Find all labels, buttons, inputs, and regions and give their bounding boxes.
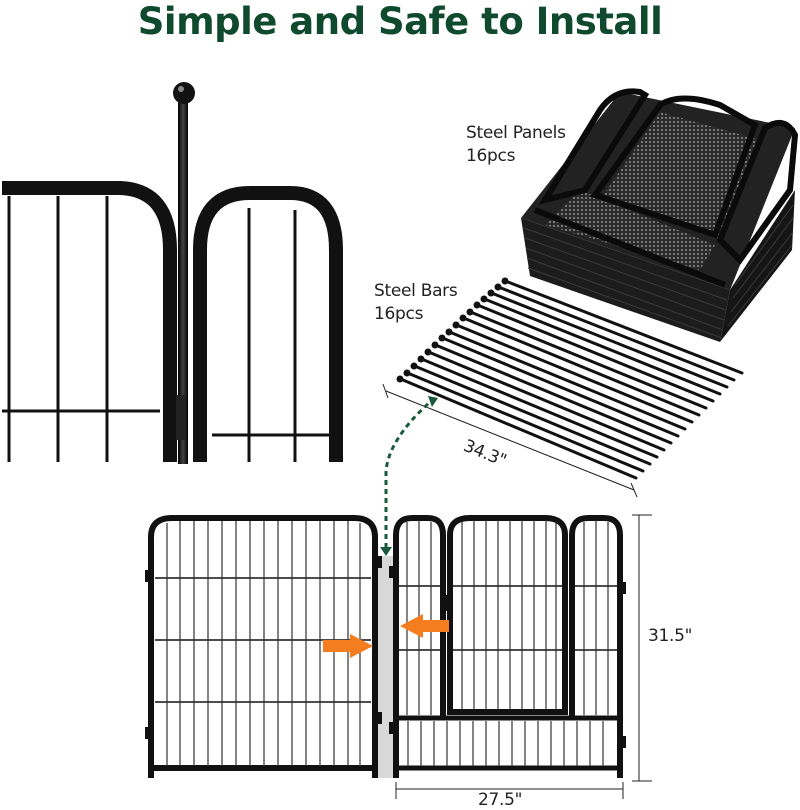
orange-arrow-left (400, 614, 449, 638)
steel-bars-image (382, 277, 744, 498)
stacked-panels-image (521, 88, 799, 342)
steel-panels-label: Steel Panels 16pcs (466, 122, 566, 168)
steel-bars-label: Steel Bars 16pcs (374, 280, 458, 326)
steel-panels-name: Steel Panels (466, 123, 566, 143)
orange-arrow-right (323, 634, 373, 658)
pole-knob (173, 82, 195, 104)
closeup-connection (2, 82, 343, 464)
panel-width-label: 27.5" (478, 790, 523, 810)
steel-panels-quantity: 16pcs (466, 146, 516, 166)
panel-height-dimension (632, 514, 652, 782)
assembled-panels (145, 514, 652, 799)
steel-bars-name: Steel Bars (374, 281, 458, 301)
steel-bars-quantity: 16pcs (374, 304, 424, 324)
panel-width-dimension (395, 782, 624, 799)
bar-length-dimension (382, 383, 638, 498)
dashed-green-arrow (380, 396, 438, 556)
page-title: Simple and Safe to Install (137, 0, 663, 43)
panel-height-label: 31.5" (648, 626, 693, 646)
